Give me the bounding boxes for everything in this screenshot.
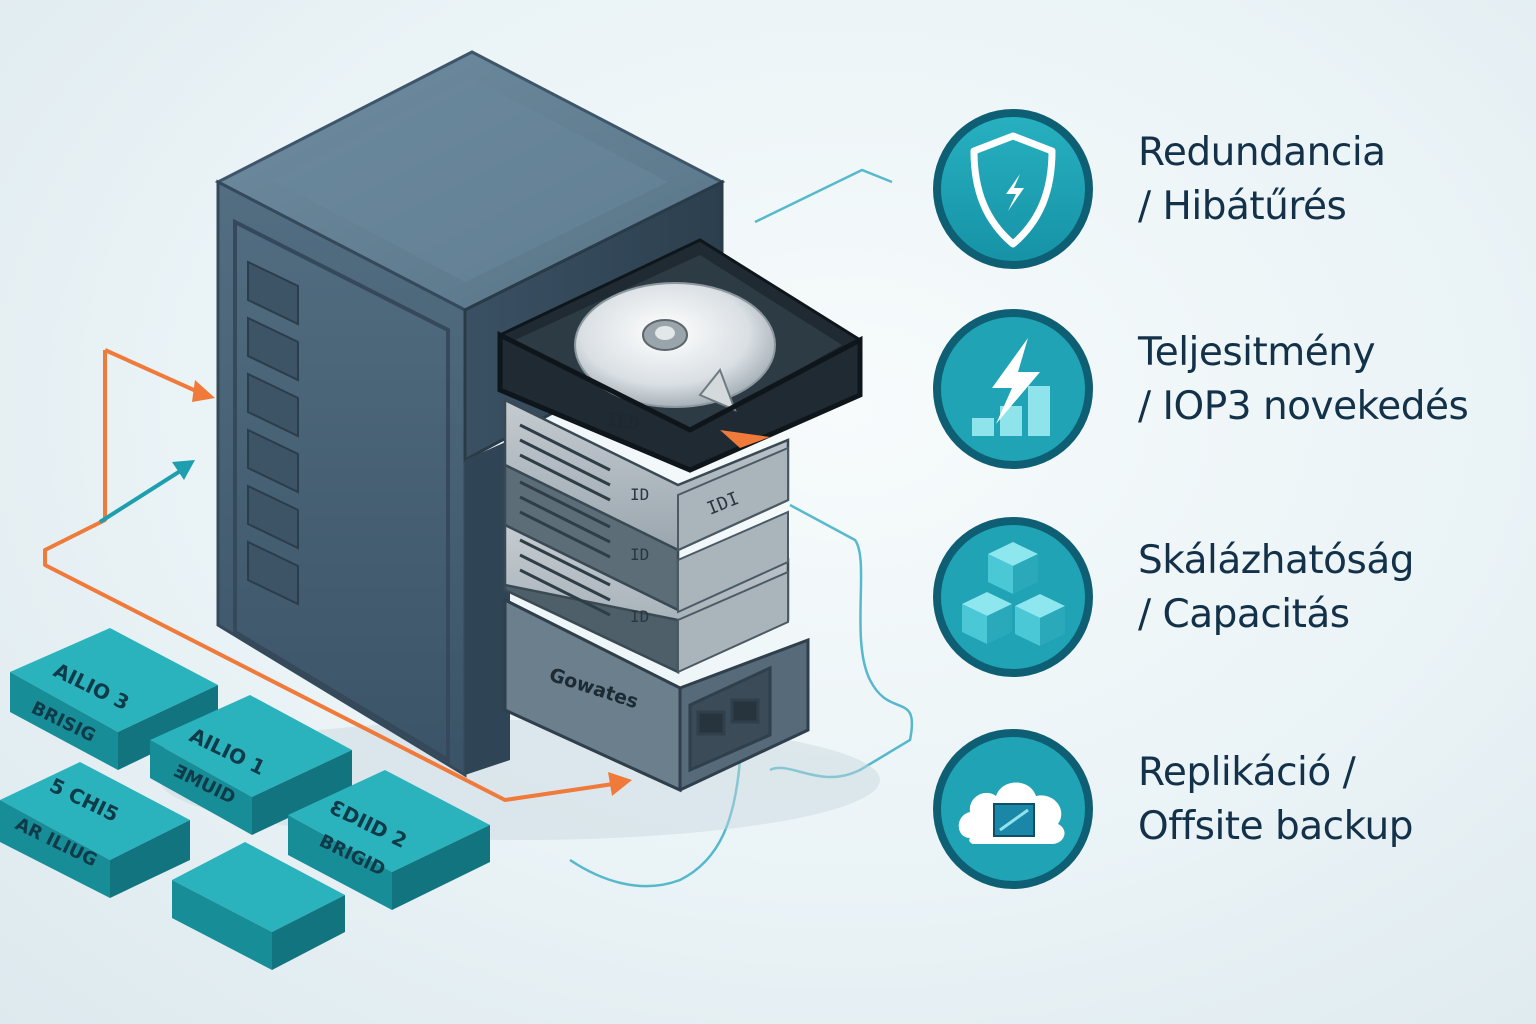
feature-label: Redundancia / Hibátűrés [1138,126,1508,234]
tray-label-top: IED [605,409,640,434]
front-bay-slots [247,260,299,606]
raid-block: AILIO 1 ƎMUID [150,695,352,835]
feature-label: Skálázhatóság / Capacitás [1138,534,1508,642]
teal-flow-arrow [98,460,195,524]
connector-lines [569,168,914,888]
raid-block: AILIO 3 BRISIG [10,628,218,770]
cloud-icon [933,729,1093,889]
feature-title: Teljesitmény [1138,330,1376,375]
feature-subtitle: / Capacitás [1138,592,1350,637]
shield-icon [933,109,1093,269]
feature-label: Replikáció / Offsite backup [1138,746,1508,854]
tray-vents [519,423,611,617]
tray-label-4: ID [630,607,649,626]
feature-redundancy: Redundancia / Hibátűrés [930,106,1510,276]
orange-flow-arrows [43,348,621,802]
feature-scalability: Skálázhatóság / Capacitás [930,514,1510,684]
base-unit [503,597,810,793]
performance-bolt-icon [933,309,1093,469]
feature-subtitle: / IOP3 novekedés [1138,384,1469,429]
cubes-icon [933,517,1093,677]
tray-label-2: ID [630,485,649,504]
hard-disk-tray [497,238,863,473]
feature-subtitle: Offsite backup [1138,804,1413,849]
raid-block: ƐDIID 2 BRIGID [288,770,490,910]
feature-title: Replikáció / [1138,750,1356,795]
tray-face-panels [677,446,789,674]
feature-title: Redundancia [1138,130,1386,175]
arrow-head-bottom [608,772,632,796]
feature-title: Skálázhatóság [1138,538,1415,583]
raid-block [172,842,345,970]
tray-label-3: ID [630,545,649,564]
feature-subtitle: / Hibátűrés [1138,184,1347,229]
feature-label: Teljesitmény / IOP3 novekedés [1138,326,1508,434]
feature-replication: Replikáció / Offsite backup [930,726,1510,896]
feature-performance: Teljesitmény / IOP3 novekedés [930,306,1510,476]
arrow-head-top [192,380,215,402]
